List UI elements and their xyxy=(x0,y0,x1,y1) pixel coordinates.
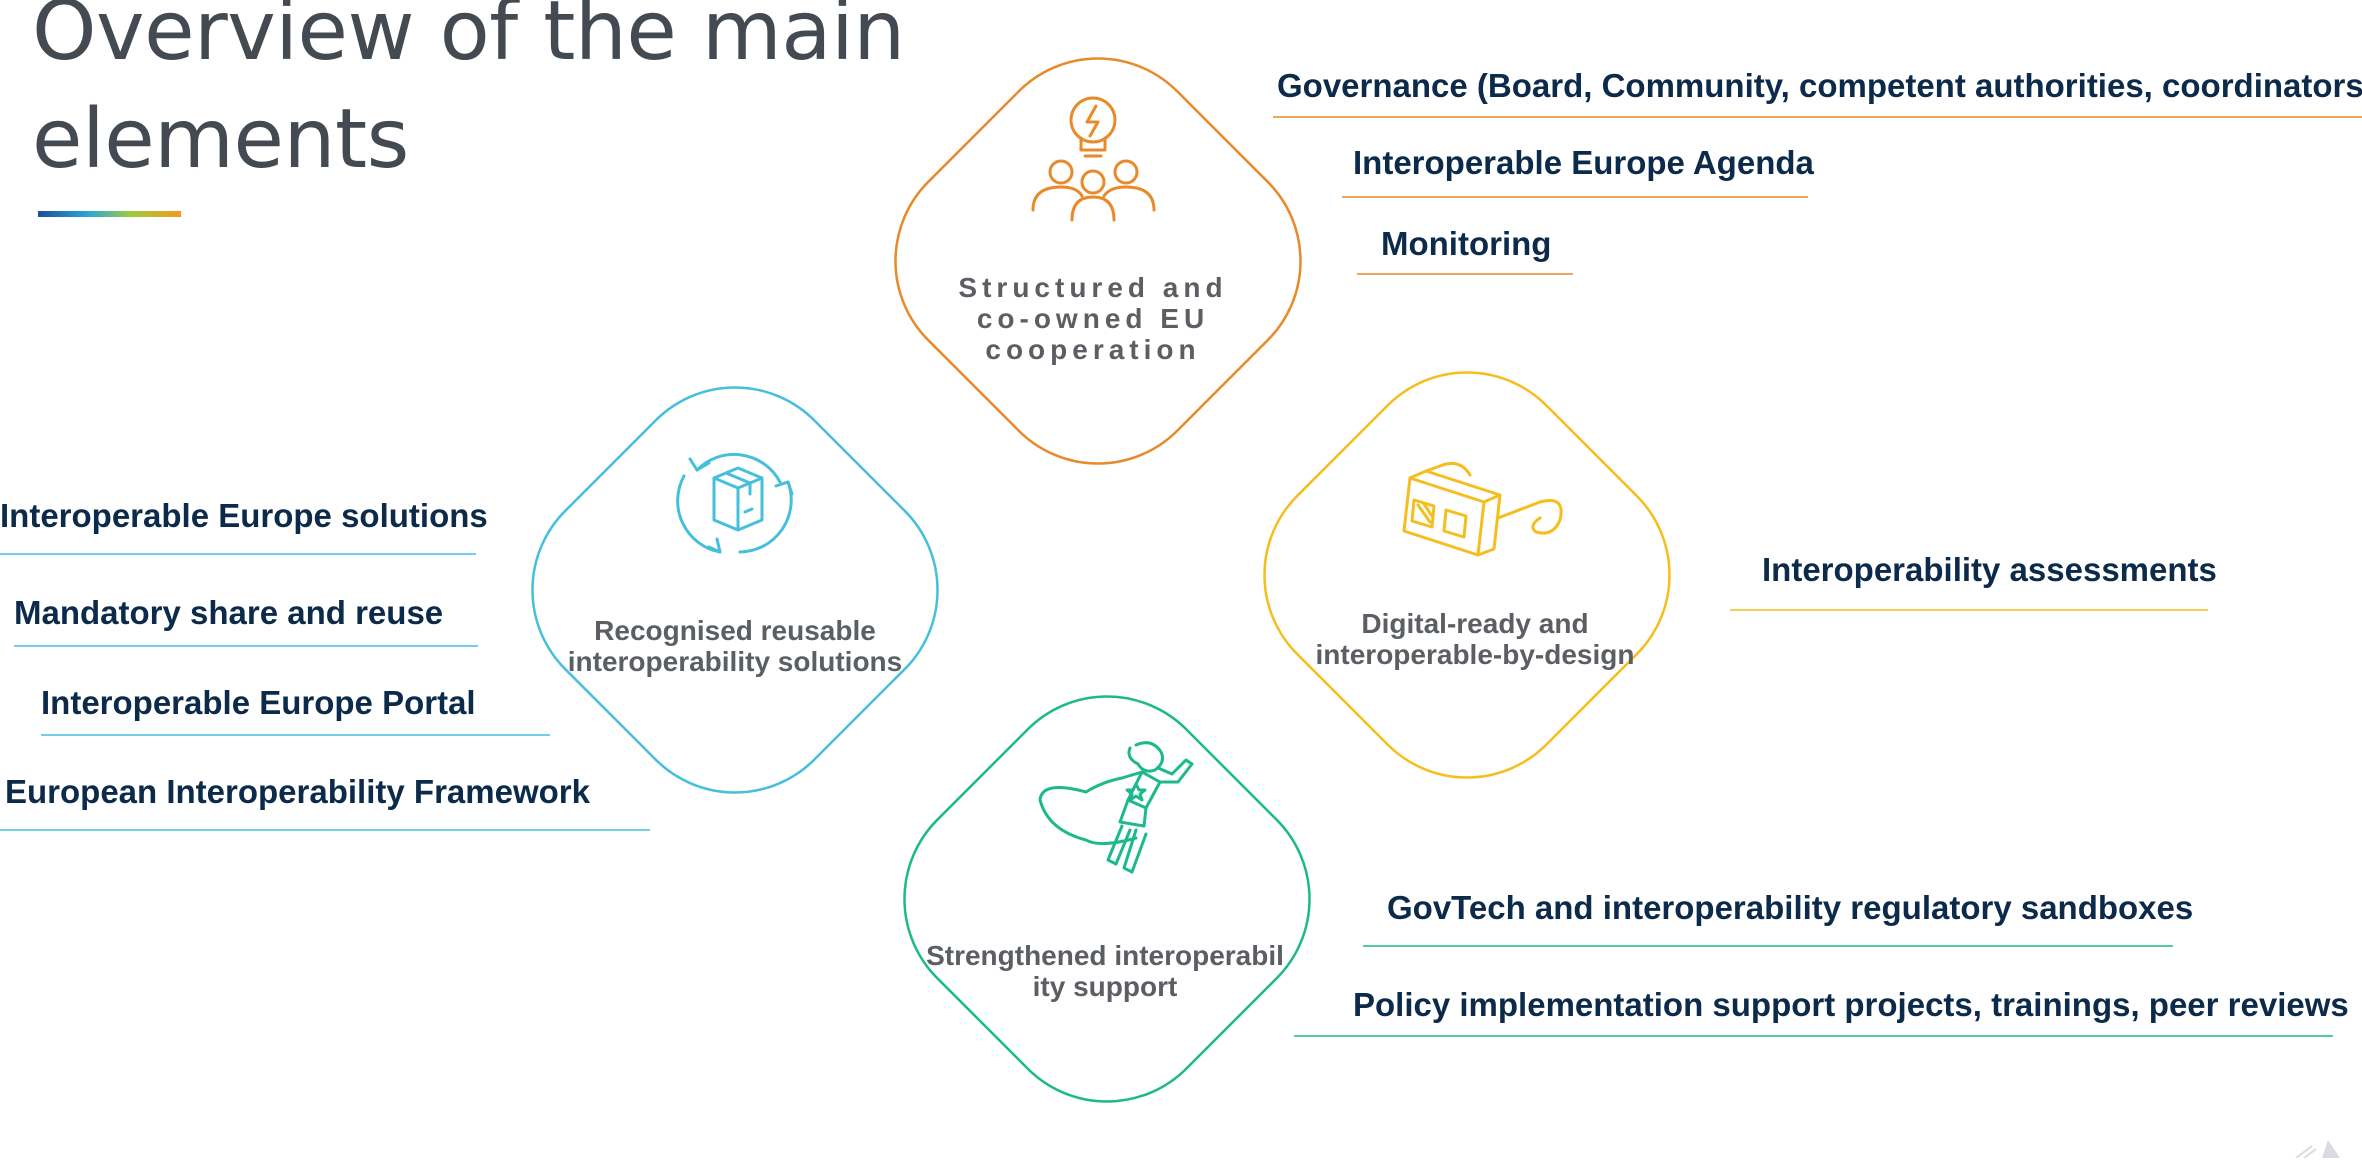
superhero-icon xyxy=(1038,741,1194,874)
pillar-digital-ready-label-1: Digital-ready and xyxy=(1361,608,1588,639)
page-title: Overview of the main elements xyxy=(32,0,905,194)
3d-glasses-icon xyxy=(1402,462,1563,557)
pillar-cooperation: Structured and co-owned EU cooperation G… xyxy=(894,57,2362,465)
pillar-digital-ready: Digital-ready and interoperable-by-desig… xyxy=(1263,371,2217,779)
page-title-line-1: Overview of the main xyxy=(32,0,905,79)
pillar-digital-ready-label-2: interoperable-by-design xyxy=(1316,639,1635,670)
pillar-support-label-2: ity support xyxy=(1033,971,1178,1002)
pillar-cooperation-label-3: cooperation xyxy=(985,334,1200,365)
pillar-cooperation-label-1: Structured and xyxy=(958,272,1227,303)
title-accent-bar xyxy=(38,211,181,217)
pillar-support-outline xyxy=(903,695,1311,1103)
pillar-digital-ready-outline xyxy=(1263,371,1671,779)
corner-logo-mark xyxy=(2295,1140,2340,1158)
pillar-cooperation-label-2: co-owned EU xyxy=(977,303,1209,334)
cooperation-item-monitoring: Monitoring xyxy=(1381,225,1551,262)
pillar-solutions-label-1: Recognised reusable xyxy=(594,615,876,646)
cooperation-item-agenda: Interoperable Europe Agenda xyxy=(1353,144,1815,181)
page-title-line-2: elements xyxy=(32,92,409,187)
pillar-support-label-1: Strengthened interoperabil xyxy=(926,940,1284,971)
solutions-item-portal: Interoperable Europe Portal xyxy=(41,684,476,721)
pillar-solutions: Recognised reusable interoperability sol… xyxy=(0,386,939,831)
solutions-item-eif: European Interoperability Framework xyxy=(5,773,591,810)
pillar-solutions-label-2: interoperability solutions xyxy=(568,646,902,677)
pillar-cooperation-outline xyxy=(894,57,1302,465)
digital-ready-item-assessments: Interoperability assessments xyxy=(1762,551,2217,588)
support-item-policy: Policy implementation support projects, … xyxy=(1353,986,2349,1023)
pillar-support: Strengthened interoperabil ity support G… xyxy=(903,695,2349,1103)
lightbulb-team-icon xyxy=(1031,96,1156,222)
recycle-box-icon xyxy=(676,452,794,554)
solutions-item-share-reuse: Mandatory share and reuse xyxy=(14,594,443,631)
pillar-solutions-outline xyxy=(531,386,939,794)
support-item-govtech: GovTech and interoperability regulatory … xyxy=(1387,889,2193,926)
solutions-item-ie-solutions: Interoperable Europe solutions xyxy=(0,497,488,534)
cooperation-item-governance: Governance (Board, Community, competent … xyxy=(1277,67,2362,104)
